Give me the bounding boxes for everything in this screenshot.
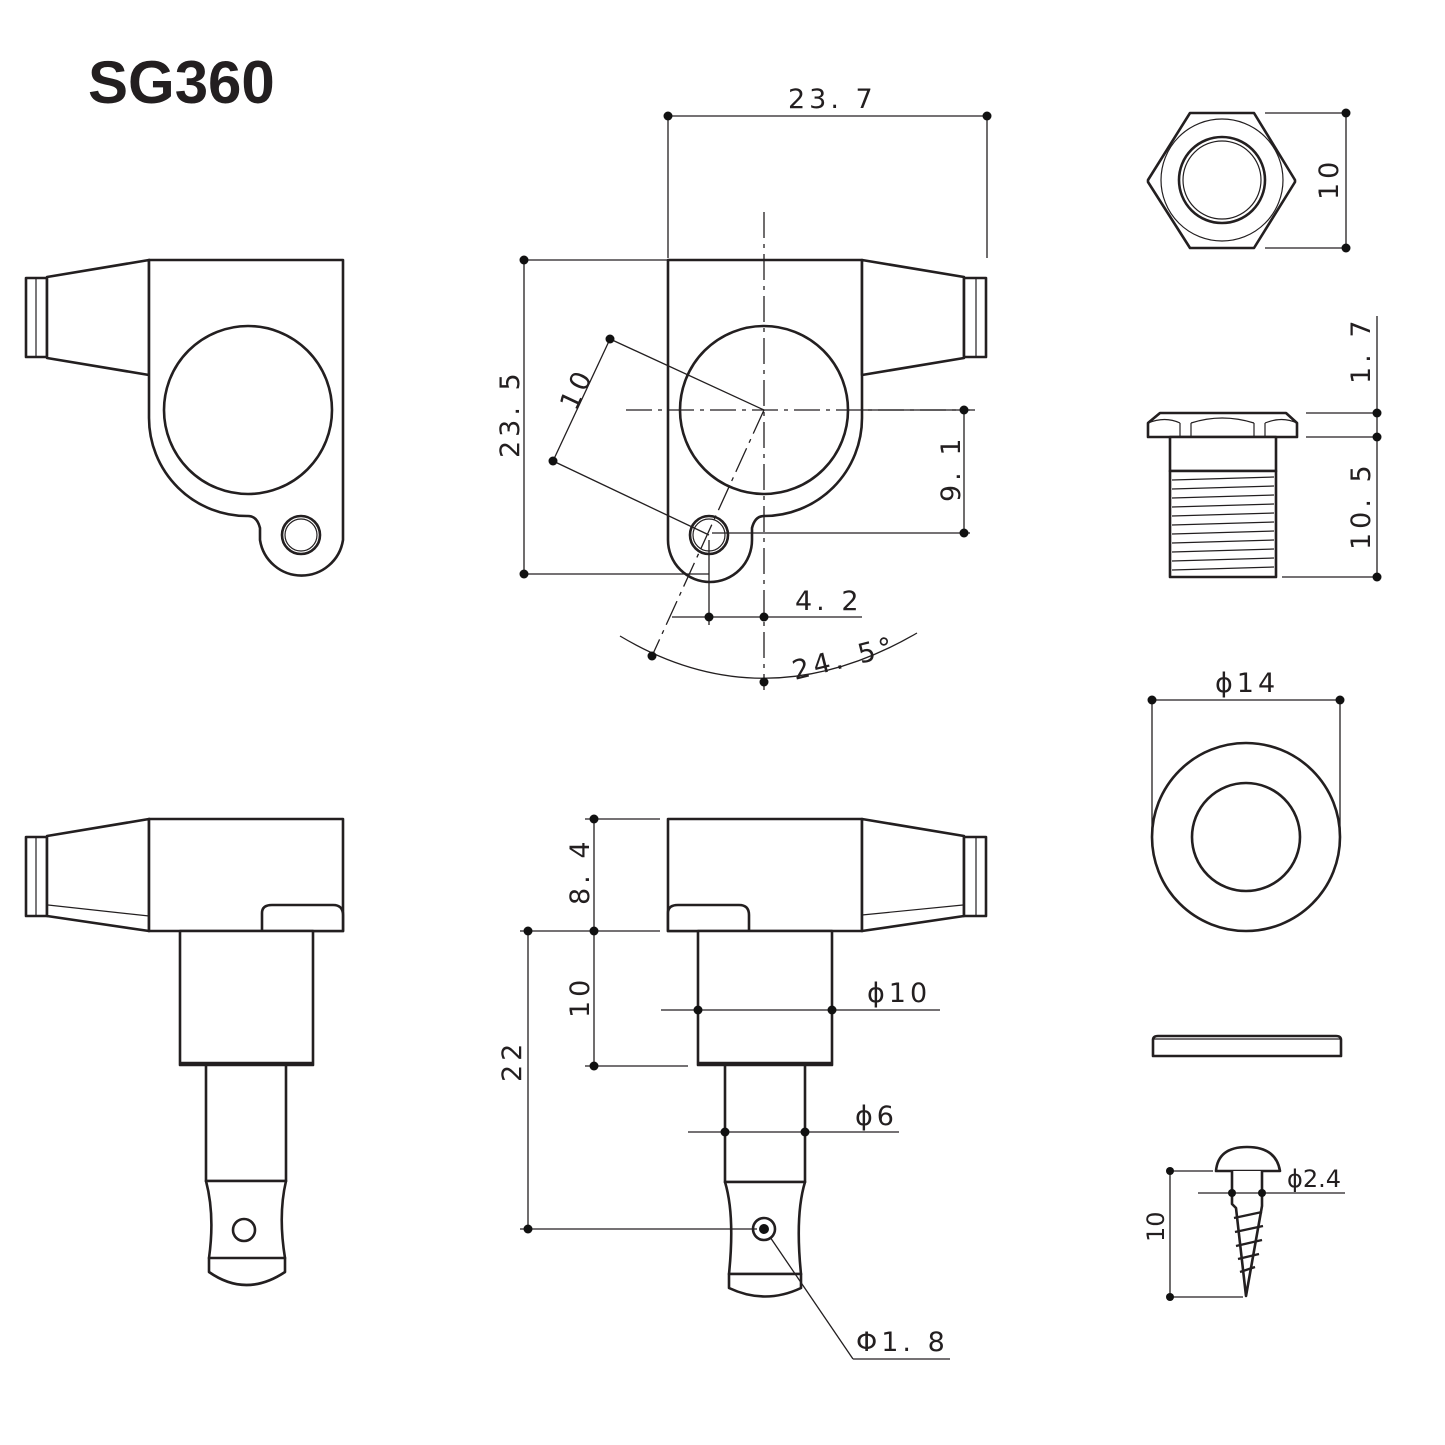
side-view-left — [24, 817, 345, 1287]
dim-nut-flange-height: 1. 7 — [1346, 316, 1377, 384]
dim-overall-height: 23. 5 — [495, 369, 526, 458]
dim-angle: 24. 5° — [789, 631, 900, 687]
front-view-left — [24, 258, 345, 577]
dim-overall-width: 23. 7 — [788, 84, 877, 115]
dim-post-diameter: ϕ6 — [855, 1101, 898, 1132]
dim-screw-diameter: ϕ2.4 — [1287, 1165, 1341, 1193]
dim-nut-thread-length: 10. 5 — [1346, 461, 1377, 550]
side-view-dimensioned: 8. 4 10 22 ϕ10 ϕ6 Φ1. 8 — [497, 814, 988, 1360]
dim-bushing-height: 10 — [565, 976, 596, 1018]
dim-post-to-hole: 10 — [554, 363, 600, 414]
hex-nut-top-view: 10 — [1146, 108, 1351, 253]
dim-housing-height: 8. 4 — [565, 837, 596, 905]
dim-string-hole-diameter: Φ1. 8 — [856, 1327, 949, 1358]
dim-nut-across-flats: 10 — [1314, 158, 1345, 200]
model-title: SG360 — [88, 49, 275, 116]
dim-bushing-diameter: ϕ10 — [867, 978, 931, 1009]
dim-post-height: 22 — [497, 1040, 528, 1082]
washer-top-view: ϕ14 — [1147, 668, 1345, 933]
washer-side-view — [1151, 1034, 1343, 1058]
dim-washer-outer-diameter: ϕ14 — [1215, 668, 1279, 699]
dim-hole-horizontal: 4. 2 — [795, 586, 863, 617]
front-view-dimensioned: 23. 7 23. 5 10 9. 1 4. 2 24. 5° — [495, 84, 992, 690]
dim-screw-length: 10 — [1142, 1211, 1170, 1242]
dim-hole-vertical: 9. 1 — [936, 434, 967, 502]
hex-nut-side-view: 1. 7 10. 5 — [1146, 316, 1382, 582]
screw-view: ϕ2.4 10 — [1142, 1145, 1345, 1301]
